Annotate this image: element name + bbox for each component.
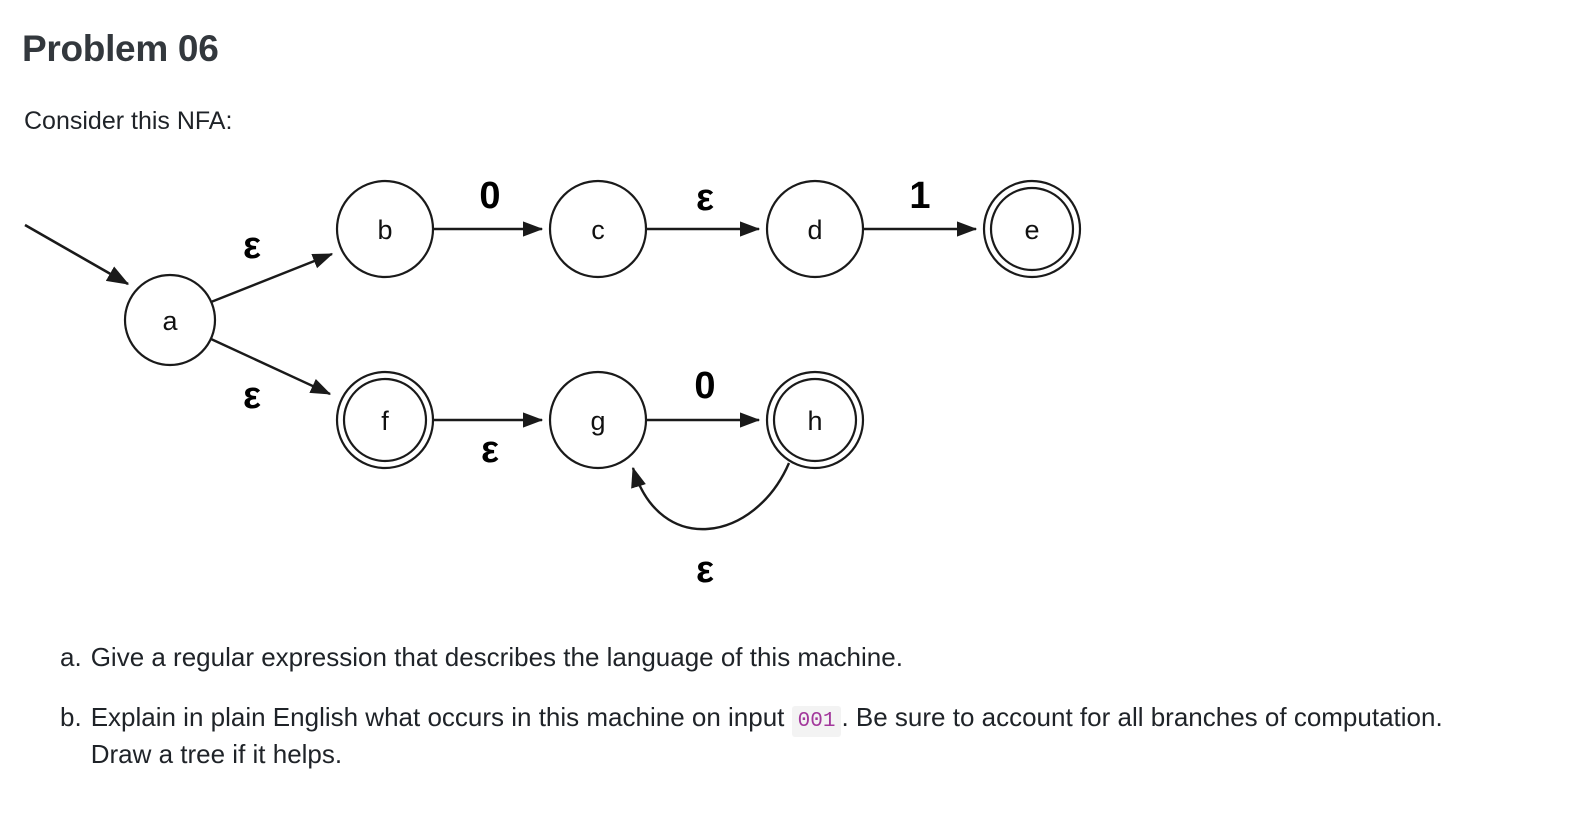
edge-label-a-b: ε bbox=[243, 225, 261, 267]
question-a-text-before: Give a regular expression that describes… bbox=[90, 642, 903, 672]
state-c-label: c bbox=[591, 215, 605, 245]
state-d-label: d bbox=[807, 215, 822, 245]
state-e-label: e bbox=[1024, 215, 1039, 245]
edge-label-f-g: ε bbox=[481, 429, 499, 471]
start-arrow bbox=[24, 223, 130, 286]
nfa-diagram: ε 0 ε 1 ε bbox=[0, 150, 1200, 610]
state-f-label: f bbox=[381, 406, 389, 436]
edge-b-to-c: 0 bbox=[434, 175, 544, 237]
edge-a-to-b: ε bbox=[210, 225, 334, 304]
question-b-text: Explain in plain English what occurs in … bbox=[91, 700, 1480, 773]
state-b[interactable]: b bbox=[335, 179, 435, 279]
state-g[interactable]: g bbox=[548, 370, 648, 470]
input-string-code: 001 bbox=[791, 705, 842, 737]
state-g-label: g bbox=[590, 406, 605, 436]
question-a-marker: a. bbox=[60, 642, 82, 672]
state-h-label: h bbox=[807, 406, 822, 436]
edge-h-to-g: ε bbox=[631, 462, 791, 591]
page-title: Problem 06 bbox=[22, 27, 219, 69]
question-a-text: Give a regular expression that describes… bbox=[91, 640, 1480, 676]
question-item-a: a. Give a regular expression that descri… bbox=[60, 640, 1480, 676]
edge-label-c-d: ε bbox=[696, 177, 714, 219]
intro-text: Consider this NFA: bbox=[24, 107, 233, 135]
question-b-text-before: Explain in plain English what occurs in … bbox=[90, 701, 792, 732]
edge-d-to-e: 1 bbox=[864, 175, 978, 237]
edge-c-to-d: ε bbox=[647, 177, 761, 237]
state-a[interactable]: a bbox=[123, 273, 217, 367]
question-b-text-after: . Be sure to account for all branches of… bbox=[90, 701, 1443, 769]
question-list: a. Give a regular expression that descri… bbox=[60, 640, 1480, 797]
state-d[interactable]: d bbox=[765, 179, 865, 279]
question-b-marker: b. bbox=[60, 701, 82, 732]
state-f[interactable]: f bbox=[335, 370, 435, 470]
edge-label-d-e: 1 bbox=[909, 175, 930, 217]
edge-g-to-h: 0 bbox=[647, 365, 761, 428]
edge-label-a-f: ε bbox=[243, 375, 261, 417]
state-a-label: a bbox=[162, 306, 178, 336]
edge-a-to-f: ε bbox=[210, 337, 332, 417]
edge-label-g-h: 0 bbox=[694, 365, 715, 407]
state-b-label: b bbox=[377, 215, 392, 245]
question-item-b: b. Explain in plain English what occurs … bbox=[60, 700, 1480, 773]
edge-f-to-g: ε bbox=[434, 412, 544, 471]
state-c[interactable]: c bbox=[548, 179, 648, 279]
edge-label-h-g: ε bbox=[696, 549, 714, 591]
edge-label-b-c: 0 bbox=[479, 175, 500, 217]
state-h[interactable]: h bbox=[765, 370, 865, 470]
state-e[interactable]: e bbox=[982, 179, 1082, 279]
